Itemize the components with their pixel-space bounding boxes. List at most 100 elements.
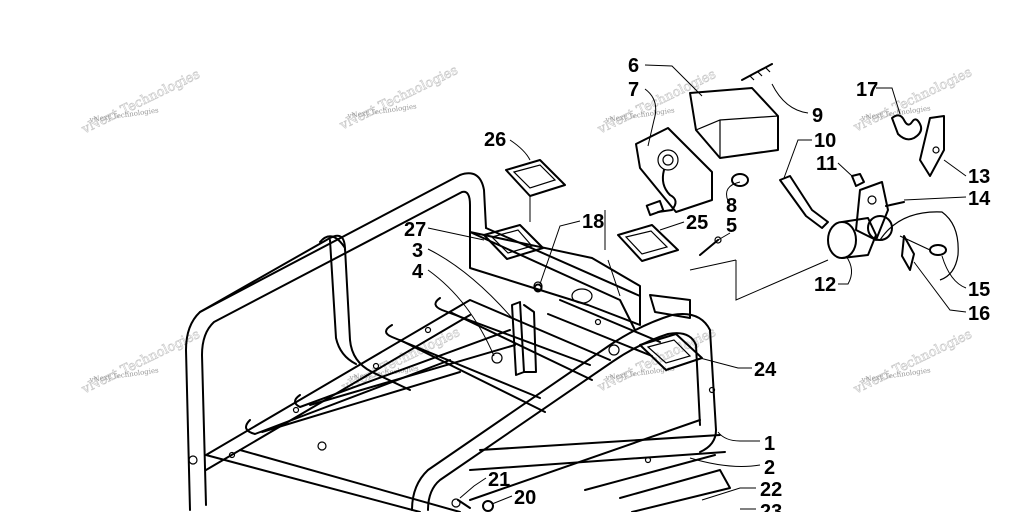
- deck-slat: [385, 324, 541, 399]
- leader-9: [771, 83, 809, 114]
- mount-hole: [317, 441, 327, 451]
- callout-labels: 1 2 3 4 5 6 7 8 9 10 11 12 13 14 15 16 1…: [404, 55, 991, 512]
- vertical-bracket-side: [523, 304, 537, 373]
- leader-12: [838, 255, 852, 285]
- leader-15: [941, 255, 967, 289]
- mount-hole: [228, 451, 236, 459]
- bolt-14: [885, 201, 905, 207]
- callout-9: 9: [812, 105, 823, 127]
- frame-front-loop-inner: [201, 190, 471, 506]
- deck-slat: [261, 371, 461, 433]
- frame-cross-tube-2: [485, 227, 641, 297]
- frame-bottom-rail: [469, 419, 701, 501]
- leader-2: [689, 457, 761, 467]
- mount-hole: [188, 455, 198, 465]
- watermark-outline: vNext Technologies: [337, 63, 461, 134]
- callout-26: 26: [484, 129, 506, 151]
- screw-5: [699, 236, 722, 256]
- mount-plate-hole: [571, 288, 593, 304]
- frame-bottom-rail-2: [584, 454, 716, 491]
- leader-18: [539, 220, 581, 285]
- leader-25: [659, 221, 685, 231]
- deck-slat: [399, 339, 546, 413]
- nut-20: [482, 500, 494, 512]
- rail-22: [619, 469, 731, 512]
- deck-slat: [294, 329, 511, 408]
- callout-12: 12: [814, 274, 836, 296]
- leader-7: [644, 88, 657, 147]
- rack-frame: [185, 172, 726, 512]
- watermark: vNext Technologies vNext Technologies: [336, 63, 461, 134]
- bolt-21: [451, 498, 471, 509]
- frame-rear-bracket: [649, 294, 691, 319]
- tail-light-bulb-8: [731, 173, 749, 187]
- mount-hole: [594, 318, 602, 326]
- callout-27: 27: [404, 219, 426, 241]
- mount-hole: [292, 406, 300, 414]
- hitch-pin-10: [779, 175, 829, 229]
- tail-light-connector: [645, 199, 665, 217]
- leader-27: [427, 227, 485, 241]
- callout-17: 17: [856, 79, 878, 101]
- frame-deck-right-2: [469, 451, 726, 471]
- nut-11: [851, 173, 865, 187]
- hitch-to-frame-lines: [689, 259, 829, 301]
- leader-1: [717, 431, 760, 442]
- hitch-bracket-13: [919, 115, 945, 177]
- watermark-outline: vNext Technologies: [851, 327, 975, 398]
- reflector-26: [505, 159, 566, 197]
- watermark: vNext Technologies vNext Technologies: [850, 327, 975, 398]
- callout-3: 3: [412, 240, 423, 262]
- callout-23: 23: [760, 501, 782, 512]
- reflector-27: [483, 224, 544, 260]
- screw-9: [741, 63, 773, 81]
- callout-13: 13: [968, 166, 990, 188]
- leader-11: [837, 162, 853, 177]
- callout-25: 25: [686, 212, 708, 234]
- callout-24: 24: [754, 359, 777, 381]
- callout-10: 10: [814, 130, 836, 152]
- mount-hole: [608, 344, 620, 356]
- cotter-pin-16: [901, 235, 915, 271]
- frame-right-rail: [559, 299, 661, 343]
- mount-hole: [372, 362, 380, 370]
- frame-deck-right: [479, 434, 721, 451]
- callout-15: 15: [968, 279, 990, 301]
- frame-inner-hoop-inner: [329, 239, 357, 365]
- frame-rear-loop-outer: [411, 313, 717, 511]
- callout-16: 16: [968, 303, 990, 325]
- callout-4: 4: [412, 261, 424, 283]
- mount-hole: [424, 326, 432, 334]
- leader-8: [726, 181, 741, 202]
- mount-hole: [644, 456, 652, 464]
- leader-20: [491, 495, 513, 505]
- watermark-outline: vNext Technologies: [79, 327, 203, 398]
- deck-slat: [449, 311, 593, 381]
- frame-deck-front-2: [239, 449, 461, 512]
- frame-right-rail-2: [547, 313, 653, 357]
- mount-plate-outline: [469, 231, 641, 326]
- watermark: vNext Technologies vNext Technologies: [78, 67, 202, 138]
- leader-17: [876, 87, 901, 115]
- leader-21: [459, 477, 487, 499]
- frame-deck-front: [205, 454, 421, 512]
- leader-13: [943, 159, 967, 177]
- frame-deck-left: [205, 299, 611, 456]
- leader-14: [903, 196, 967, 201]
- tail-light-wire: [657, 169, 677, 213]
- tail-light-housing: [635, 127, 713, 217]
- hitch-receiver-12: [827, 217, 877, 259]
- callout-11: 11: [816, 153, 837, 175]
- callout-8: 8: [726, 195, 737, 217]
- reflector-25: [617, 224, 679, 262]
- clip-15: [899, 235, 947, 256]
- tail-light-lens: [689, 87, 779, 159]
- reflector-24: [639, 333, 703, 371]
- nut-4: [491, 352, 503, 364]
- callout-1: 1: [764, 433, 775, 455]
- lanyard-cable: [879, 211, 959, 281]
- spring-17: [891, 114, 923, 141]
- leader-22: [701, 487, 756, 501]
